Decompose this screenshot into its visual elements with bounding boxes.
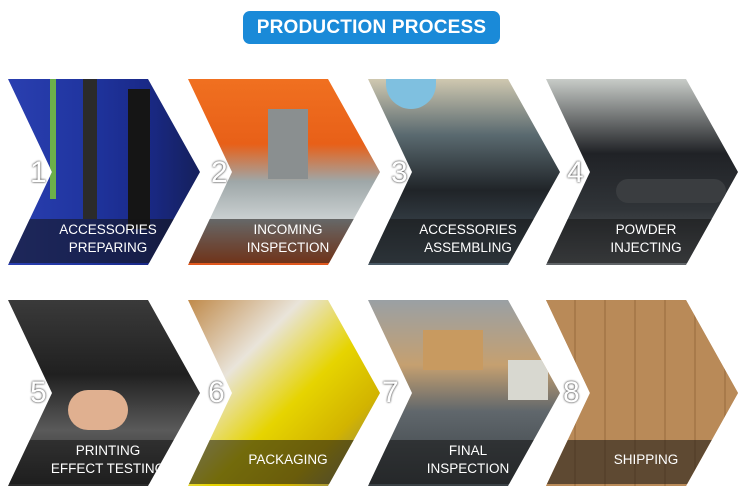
box-image <box>423 330 483 370</box>
worker-image <box>386 79 436 109</box>
step-label: SHIPPING <box>566 451 726 469</box>
panel-image <box>508 360 548 400</box>
step-label: ACCESSORIES ASSEMBLING <box>388 221 548 257</box>
machine-image <box>268 109 308 179</box>
label-line: ACCESSORIES <box>59 222 157 237</box>
label-line: SHIPPING <box>613 452 679 467</box>
step-label: PRINTING EFFECT TESTING <box>28 442 188 478</box>
step-number: 8 <box>563 376 580 409</box>
part-image <box>50 79 56 199</box>
hands-image <box>68 390 128 430</box>
hose-image <box>616 179 726 203</box>
label-line: FINAL <box>448 443 488 458</box>
label-line: INCOMING <box>253 222 323 237</box>
part-image <box>128 89 150 229</box>
label-line: ACCESSORIES <box>419 222 517 237</box>
step-number: 6 <box>208 376 225 409</box>
label-line: EFFECT TESTING <box>50 461 166 476</box>
label-line: PREPARING <box>68 240 148 255</box>
step-number: 7 <box>382 376 399 409</box>
part-image <box>83 79 97 219</box>
step-label: FINAL INSPECTION <box>388 442 548 478</box>
step-number: 4 <box>567 156 584 189</box>
step-number: 1 <box>30 156 47 189</box>
label-line: INSPECTION <box>246 240 330 255</box>
step-label: POWDER INJECTING <box>566 221 726 257</box>
step-number: 2 <box>211 156 228 189</box>
label-line: PACKAGING <box>248 452 328 467</box>
step-number: 3 <box>391 156 408 189</box>
step-label: INCOMING INSPECTION <box>208 221 368 257</box>
page-title: PRODUCTION PROCESS <box>243 11 500 44</box>
step-number: 5 <box>30 376 47 409</box>
label-line: PRINTING <box>75 443 141 458</box>
step-label: PACKAGING <box>208 451 368 469</box>
label-line: INJECTING <box>610 240 682 255</box>
step-label: ACCESSORIES PREPARING <box>28 221 188 257</box>
label-line: POWDER <box>615 222 677 237</box>
label-line: ASSEMBLING <box>424 240 512 255</box>
label-line: INSPECTION <box>426 461 510 476</box>
